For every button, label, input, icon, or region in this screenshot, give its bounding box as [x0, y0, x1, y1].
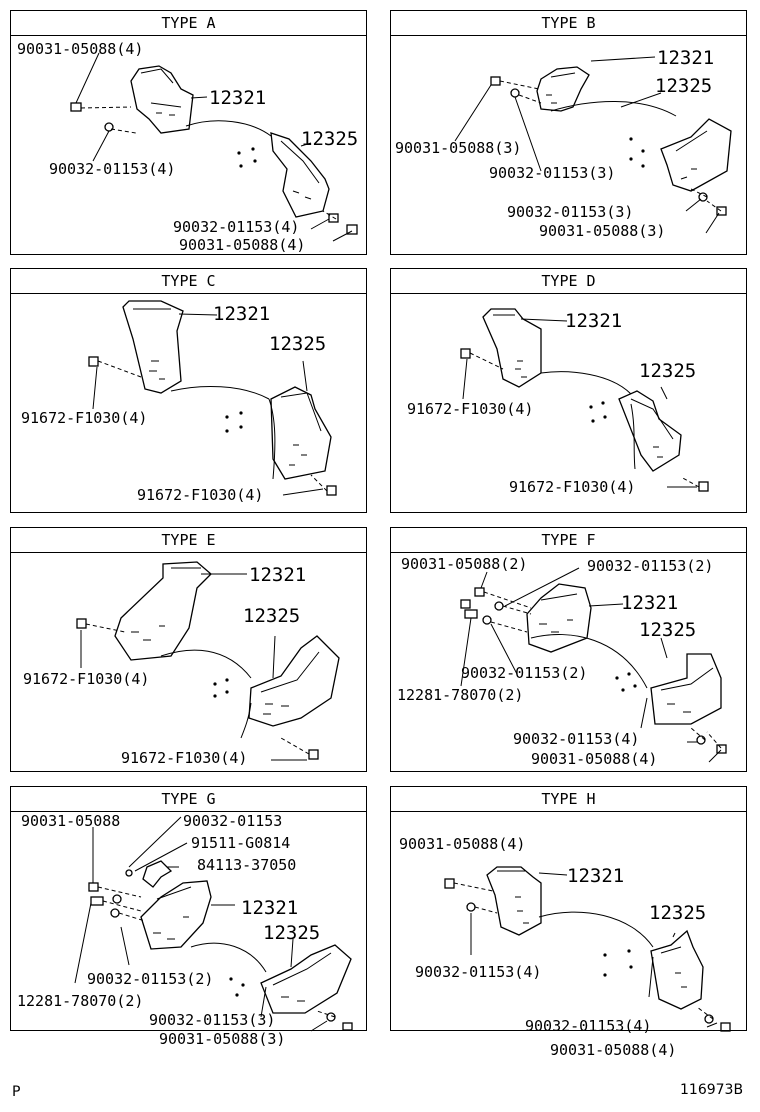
part-label: 12321	[621, 592, 679, 614]
part-label: 12321	[567, 865, 625, 887]
bracket-12325-drawing	[650, 929, 704, 1010]
panel-type-h: TYPE H 90031-05088(4) 12321 12325 90032-…	[390, 786, 747, 1035]
bracket-12321-drawing	[486, 866, 542, 936]
part-label: 90032-01153(4)	[525, 1017, 652, 1035]
part-label: 90031-05088(4)	[550, 1041, 677, 1059]
part-label: 90031-05088(3)	[395, 139, 522, 157]
panel-title: TYPE F	[391, 528, 746, 553]
part-label: 84113-37050	[197, 856, 297, 874]
part-label: 90032-01153(2)	[87, 970, 214, 988]
panel-type-d: TYPE D 12321 12325 91672-F1030(4) 91672-…	[390, 268, 747, 513]
part-label: 90032-01153(4)	[173, 218, 300, 236]
type-b-illustration	[454, 56, 732, 234]
panel-title: TYPE E	[11, 528, 366, 553]
type-e-illustration	[76, 561, 340, 761]
part-label: 90032-01153	[183, 812, 283, 830]
part-label: 12321	[209, 87, 267, 109]
part-label: 12325	[269, 333, 327, 355]
part-label: 90032-01153(4)	[415, 963, 542, 981]
part-label: 90031-05088(2)	[401, 555, 528, 573]
bracket-12321-drawing	[140, 880, 212, 950]
part-label: 12321	[249, 564, 307, 586]
part-label: 12281-78070(2)	[397, 686, 524, 704]
bracket-12325-drawing	[660, 118, 732, 192]
part-label: 90032-01153(2)	[587, 557, 714, 575]
panel-type-c: TYPE C 12321 12325 91672-F1030(4) 91672-…	[10, 268, 367, 513]
bracket-12325-drawing	[260, 944, 352, 1014]
part-label: 90031-05088(4)	[531, 750, 658, 768]
panel-title: TYPE H	[391, 787, 746, 812]
part-label: 91672-F1030(4)	[509, 478, 636, 496]
bracket-12325-drawing	[248, 635, 340, 727]
part-label: 12325	[649, 902, 707, 924]
panel-title: TYPE B	[391, 11, 746, 36]
part-label: 91511-G0814	[191, 834, 291, 852]
panel-type-a: TYPE A 90031-05088(4) 12321 12325 90032-…	[10, 10, 367, 255]
part-label: 12321	[657, 47, 715, 69]
part-label: 91672-F1030(4)	[23, 670, 150, 688]
type-c-illustration	[88, 300, 337, 496]
part-label: 91672-F1030(4)	[21, 409, 148, 427]
part-label: 12325	[263, 922, 321, 944]
type-d-illustration	[460, 308, 709, 492]
footer-left-code: P	[12, 1084, 21, 1100]
type-h-illustration	[444, 866, 731, 1032]
part-label: 90032-01153(4)	[49, 160, 176, 178]
panel-type-g: TYPE G 90031-05088 90032-01153 91511-G08…	[10, 786, 367, 1048]
panel-title: TYPE D	[391, 269, 746, 294]
part-label: 91672-F1030(4)	[407, 400, 534, 418]
panel-title: TYPE C	[11, 269, 366, 294]
bracket-12321-drawing	[526, 583, 592, 653]
part-label: 90031-05088	[21, 812, 121, 830]
bracket-12325-drawing	[618, 390, 682, 472]
footer-drawing-number: 116973B	[680, 1082, 744, 1098]
panel-title: TYPE G	[11, 787, 366, 812]
bracket-12325-drawing	[270, 386, 332, 480]
part-label: 12321	[241, 897, 299, 919]
insulator-84113-drawing	[142, 860, 173, 888]
part-label: 90031-05088(3)	[159, 1030, 286, 1048]
part-label: 91672-F1030(4)	[137, 486, 264, 504]
panel-type-b: TYPE B 12321 12325 90031-05088(3) 90032-…	[390, 10, 747, 255]
bolt-drawing	[76, 618, 319, 760]
type-f-illustration	[460, 567, 727, 763]
bracket-12321-drawing	[122, 300, 184, 394]
part-label: 90032-01153(2)	[461, 664, 588, 682]
part-label: 90032-01153(4)	[513, 730, 640, 748]
part-label: 90032-01153(3)	[507, 203, 634, 221]
part-label: 90031-05088(4)	[179, 236, 306, 254]
bracket-12325-drawing	[650, 653, 722, 725]
part-label: 12325	[655, 75, 713, 97]
type-a-illustration	[70, 52, 358, 242]
part-label: 12321	[565, 310, 623, 332]
bracket-12321-drawing	[482, 308, 542, 388]
panel-type-e: TYPE E 12321 12325 91672-F1030(4) 91672-…	[10, 527, 367, 772]
part-label: 12321	[213, 303, 271, 325]
type-g-illustration	[74, 816, 353, 1032]
part-label: 90032-01153(3)	[489, 164, 616, 182]
bracket-12321-drawing	[536, 66, 590, 112]
part-label: 12325	[639, 360, 697, 382]
part-label: 12281-78070(2)	[17, 992, 144, 1010]
part-label: 90031-05088(4)	[17, 40, 144, 58]
bracket-12321-drawing	[114, 561, 212, 661]
part-label: 90031-05088(3)	[539, 222, 666, 240]
part-label: 12325	[301, 128, 359, 150]
part-label: 90032-01153(3)	[149, 1011, 276, 1029]
panel-type-f: TYPE F 90031-05088(2) 90032-01153(2) 123…	[390, 527, 747, 772]
part-label: 12325	[639, 619, 697, 641]
part-label: 90031-05088(4)	[399, 835, 526, 853]
part-label: 91672-F1030(4)	[121, 749, 248, 767]
part-label: 12325	[243, 605, 301, 627]
bracket-12321-drawing	[130, 65, 194, 134]
panel-title: TYPE A	[11, 11, 366, 36]
